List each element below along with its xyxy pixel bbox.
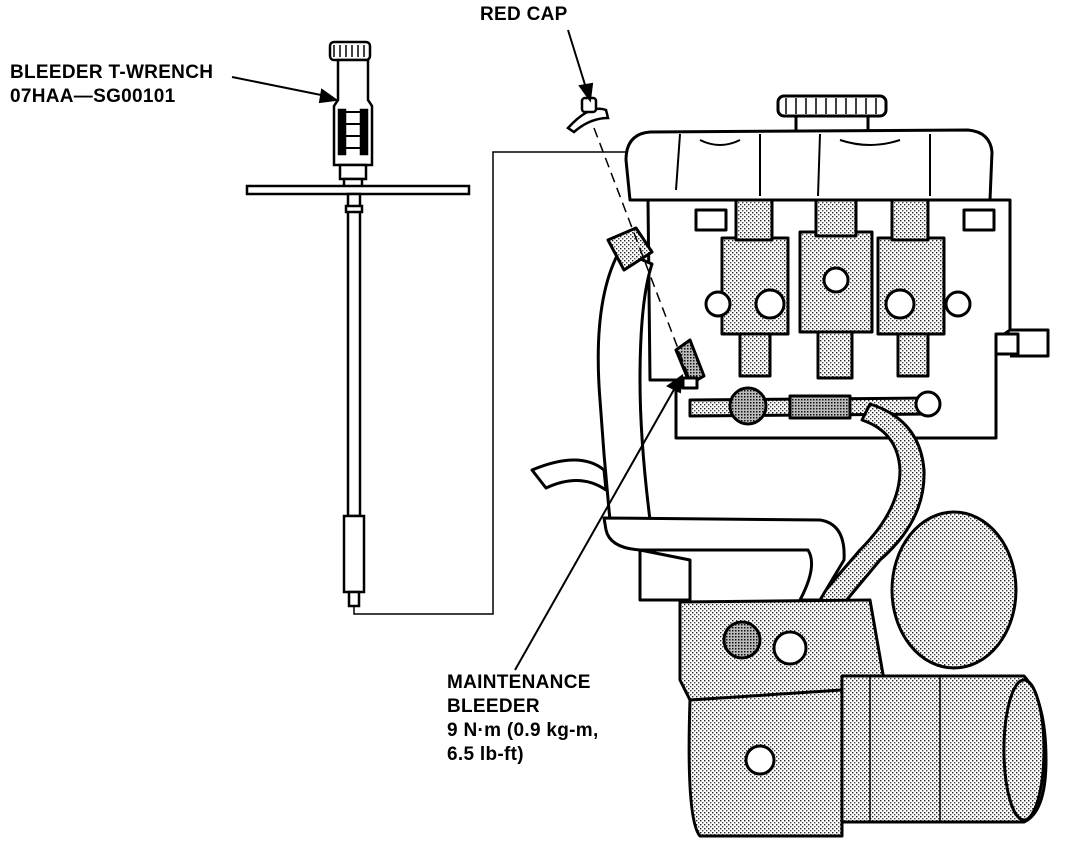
accumulator	[890, 510, 1018, 670]
red-cap-text: RED CAP	[480, 4, 568, 25]
torque-line-1: 9 N·m (0.9 kg-m,	[447, 720, 599, 741]
pump-motor	[687, 674, 1048, 838]
leader-lines	[231, 29, 684, 671]
maintenance-bleeder-label: MAINTENANCE BLEEDER 9 N·m (0.9 kg-m, 6.5…	[447, 671, 599, 767]
tool-name-text: BLEEDER T-WRENCH	[10, 62, 214, 83]
red-cap-label: RED CAP	[480, 3, 568, 27]
tool-part-number-text: 07HAA—SG00101	[10, 86, 176, 107]
bleeder-t-wrench	[245, 40, 471, 608]
bleeder-text: BLEEDER	[447, 696, 540, 717]
torque-line-2: 6.5 lb-ft)	[447, 744, 524, 765]
reservoir-cap	[776, 94, 888, 134]
tool-to-bleeder-line	[353, 151, 640, 615]
maintenance-bleeder-fitting	[674, 338, 706, 390]
bleeder-t-wrench-label: BLEEDER T-WRENCH 07HAA—SG00101	[10, 61, 213, 109]
red-cap-guide-line	[593, 127, 691, 381]
abs-modulator-unit	[530, 94, 1050, 838]
maintenance-text: MAINTENANCE	[447, 672, 591, 693]
solenoid-valves	[694, 198, 996, 380]
red-cap	[566, 96, 610, 134]
